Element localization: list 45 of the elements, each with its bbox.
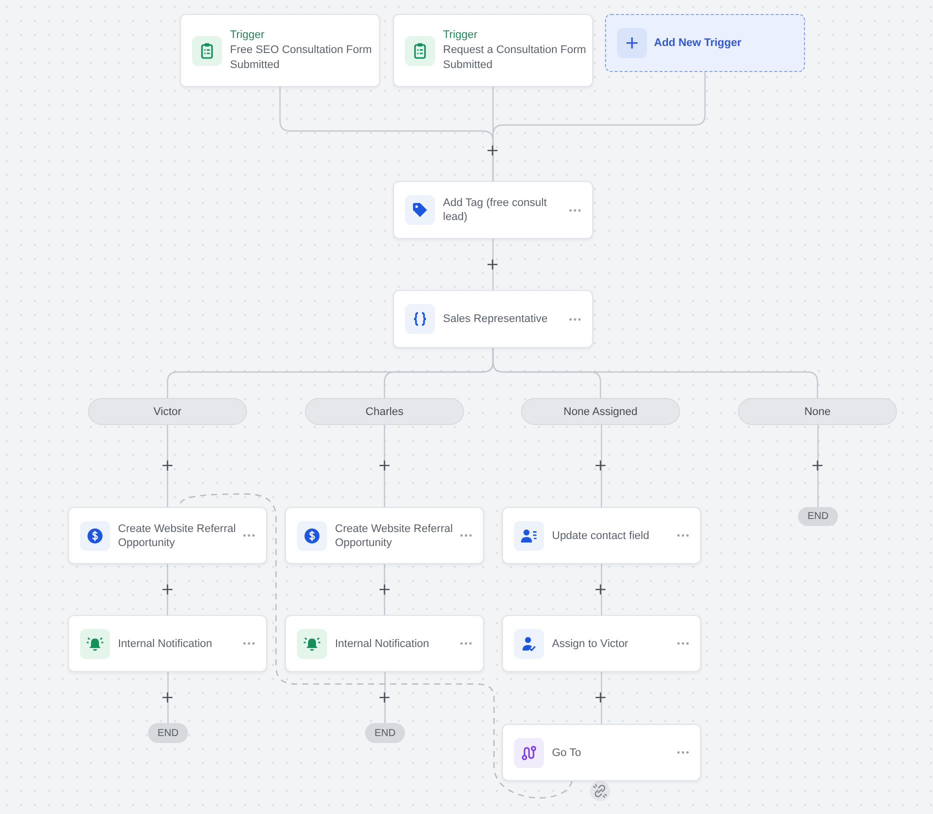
- trigger-card: [180, 14, 380, 87]
- action-card: [393, 290, 593, 348]
- action-card: [68, 507, 267, 564]
- add-trigger-card: [605, 14, 805, 72]
- connector-line: [492, 239, 494, 290]
- connector-line: [600, 564, 602, 615]
- action-name: Add Tag (free consult lead): [443, 196, 548, 224]
- connector-line: [492, 348, 818, 398]
- end-pill: END: [148, 723, 188, 743]
- action-name: Assign to Victor: [552, 636, 630, 650]
- branch-pill: Victor: [88, 398, 247, 425]
- connector-line: [166, 425, 168, 507]
- action-name: Go To: [552, 746, 582, 760]
- add-trigger-label: Add New Trigger: [654, 37, 742, 49]
- action-name: Update contact field: [552, 528, 650, 542]
- trigger-name: Request a Consultation Form Submitted: [443, 43, 588, 73]
- action-name: Internal Notification: [118, 636, 214, 650]
- action-name: Create Website Referral Opportunity: [118, 522, 237, 550]
- action-card: [502, 507, 701, 564]
- connector-line: [600, 672, 602, 724]
- end-pill: END: [798, 507, 838, 526]
- action-card: [285, 507, 484, 564]
- connector-line: [167, 672, 169, 723]
- connector-line: [817, 425, 819, 507]
- connector-line: [492, 72, 706, 181]
- trigger-name: Free SEO Consultation Form Submitted: [230, 43, 373, 73]
- end-pill: END: [365, 723, 405, 743]
- connector-line: [600, 425, 602, 507]
- branch-pill: None: [738, 398, 897, 425]
- action-card: [393, 181, 593, 239]
- connector-line: [384, 425, 386, 507]
- trigger-label: Trigger: [230, 28, 266, 43]
- action-name: Internal Notification: [335, 636, 430, 650]
- action-name: Create Website Referral Opportunity: [335, 522, 454, 550]
- action-card: [502, 724, 701, 781]
- trigger-card: [393, 14, 593, 87]
- action-card: [68, 615, 267, 672]
- action-card: [285, 615, 484, 672]
- action-name: Sales Representative: [443, 312, 549, 326]
- branch-pill: Charles: [305, 398, 464, 425]
- trigger-label: Trigger: [443, 28, 478, 43]
- branch-pill: None Assigned: [521, 398, 680, 425]
- action-card: [502, 615, 701, 672]
- dashed-connector: [178, 493, 573, 798]
- connector-line: [384, 672, 386, 723]
